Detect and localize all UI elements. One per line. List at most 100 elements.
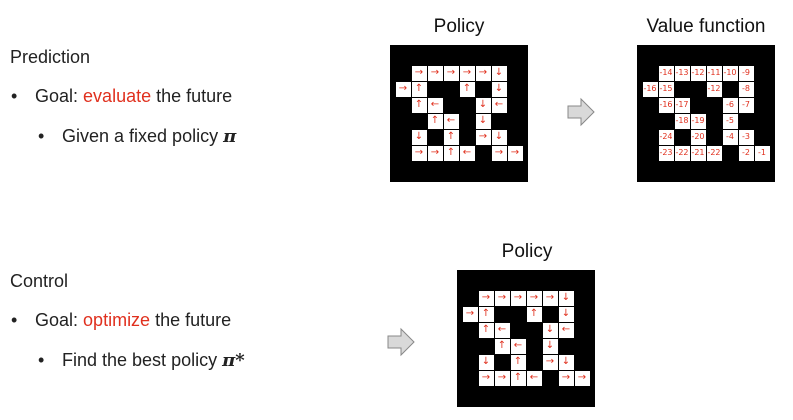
- policy-bottom-title: Policy: [501, 241, 553, 262]
- grid-cell: →: [491, 145, 507, 161]
- grid-cell: -20: [690, 129, 706, 145]
- grid-cell: →: [395, 82, 411, 98]
- grid-cell: ←: [510, 339, 526, 354]
- grid-cell: -7: [738, 98, 754, 113]
- grid-cell: -6: [722, 98, 738, 113]
- prediction-heading: Prediction: [10, 47, 91, 67]
- grid-cell: ←: [443, 114, 459, 129]
- grid-cell: →: [507, 145, 523, 161]
- sub-text: Find the best policy: [62, 350, 218, 370]
- grid-cell: ↑: [478, 323, 494, 338]
- goal-rest: the future: [155, 310, 232, 330]
- grid-cell: ←: [494, 323, 510, 338]
- value-function-title: Value function: [646, 16, 766, 37]
- grid-cell: →: [478, 291, 494, 307]
- grid-cell: ↑: [510, 354, 526, 370]
- grid-cell: ↑: [411, 82, 427, 98]
- grid-cell: ↑: [443, 145, 459, 161]
- grid-cell: ←: [558, 323, 574, 338]
- control-sub-line: • Find the best policy π*: [38, 350, 245, 371]
- grid-cell: →: [443, 66, 459, 82]
- grid-cell: →: [510, 291, 526, 307]
- grid-cell: -22: [706, 145, 722, 161]
- goal-label: Goal:: [35, 86, 79, 106]
- grid-cell: -8: [738, 82, 754, 98]
- grid-cell: →: [478, 370, 494, 386]
- grid-cell: ↓: [491, 66, 507, 82]
- grid-cell: →: [462, 307, 478, 323]
- grid-cell: -16: [658, 98, 674, 113]
- pi-star-symbol: π*: [222, 350, 245, 371]
- grid-cell: -24: [658, 129, 674, 145]
- grid-cell: ↑: [427, 114, 443, 129]
- pi-symbol: π: [223, 126, 237, 147]
- grid-cell: ↑: [510, 370, 526, 386]
- grid-cell: ↑: [526, 307, 542, 323]
- goal-label: Goal:: [35, 310, 79, 330]
- grid-cell: -13: [674, 66, 690, 82]
- grid-cell: →: [411, 66, 427, 82]
- prediction-goal-line: • Goal: evaluate the future: [11, 86, 232, 107]
- control-heading: Control: [10, 271, 69, 291]
- grid-cell: →: [542, 354, 558, 370]
- grid-cell: ←: [526, 370, 542, 386]
- grid-cell: -19: [690, 114, 706, 129]
- goal-highlight: evaluate: [83, 86, 152, 106]
- value-function-grid: -14-13-12-11-10-9-16-15-12-8-16-17-6-7-1…: [637, 45, 775, 182]
- policy-grid-bottom: →→→→→↓→↑↑↓↑←↓←↑←↓↓↑→↓→→↑←→→: [457, 270, 595, 407]
- grid-cell: ↓: [542, 323, 558, 338]
- grid-cell: -16: [642, 82, 658, 98]
- grid-cell: -17: [674, 98, 690, 113]
- grid-cell: -18: [674, 114, 690, 129]
- grid-cell: →: [475, 66, 491, 82]
- right-block-arrow-icon: [387, 327, 415, 357]
- policy-grid-top: →→→→→↓→↑↑↓↑←↓←↑←↓↓↑→↓→→↑←→→: [390, 45, 528, 182]
- grid-cell: ↑: [411, 98, 427, 113]
- grid-cell: ↓: [475, 98, 491, 113]
- grid-cell: -2: [738, 145, 754, 161]
- goal-highlight: optimize: [83, 310, 151, 330]
- bullet: •: [38, 126, 45, 146]
- grid-cell: →: [411, 145, 427, 161]
- grid-cell: ↓: [558, 291, 574, 307]
- grid-cell: →: [494, 291, 510, 307]
- grid-cell: -11: [706, 66, 722, 82]
- policy-top-title: Policy: [433, 16, 485, 37]
- sub-text: Given a fixed policy: [62, 126, 219, 146]
- grid-cell: ↓: [478, 354, 494, 370]
- bullet: •: [11, 86, 18, 106]
- grid-cell: ←: [491, 98, 507, 113]
- grid-cell: ↓: [411, 129, 427, 145]
- grid-cell: -9: [738, 66, 754, 82]
- grid-cell: ↑: [478, 307, 494, 323]
- grid-cell: -4: [722, 129, 738, 145]
- grid-cell: -3: [738, 129, 754, 145]
- grid-cell: -12: [690, 66, 706, 82]
- grid-cell: ←: [427, 98, 443, 113]
- goal-rest: the future: [156, 86, 233, 106]
- grid-cell: -23: [658, 145, 674, 161]
- grid-cell: →: [526, 291, 542, 307]
- grid-cell: ←: [459, 145, 475, 161]
- grid-cell: -15: [658, 82, 674, 98]
- grid-cell: -22: [674, 145, 690, 161]
- grid-cell: ↓: [491, 82, 507, 98]
- grid-cell: -12: [706, 82, 722, 98]
- grid-cell: →: [542, 291, 558, 307]
- grid-cell: →: [427, 66, 443, 82]
- grid-cell: ↑: [494, 339, 510, 354]
- grid-cell: ↓: [558, 354, 574, 370]
- grid-cell: →: [574, 370, 590, 386]
- bullet: •: [11, 310, 18, 330]
- grid-cell: ↓: [491, 129, 507, 145]
- grid-cell: →: [475, 129, 491, 145]
- grid-cell: -14: [658, 66, 674, 82]
- grid-cell: →: [459, 66, 475, 82]
- grid-cell: -1: [754, 145, 770, 161]
- grid-cell: →: [558, 370, 574, 386]
- grid-cell: ↑: [459, 82, 475, 98]
- grid-cell: →: [494, 370, 510, 386]
- bullet: •: [38, 350, 45, 370]
- right-block-arrow-icon: [567, 97, 595, 127]
- grid-cell: →: [427, 145, 443, 161]
